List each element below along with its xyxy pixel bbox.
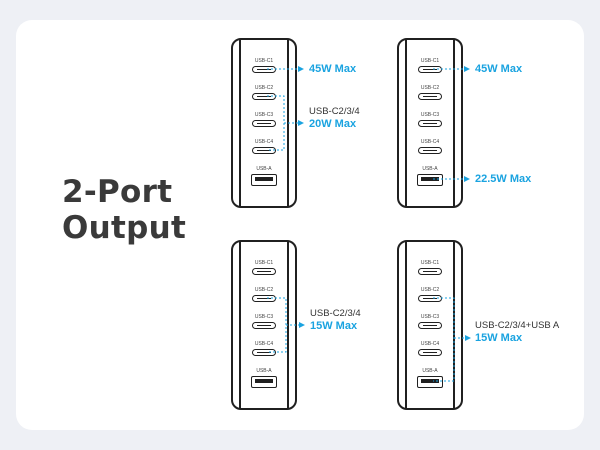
callout-c234: USB-C2/3/4 20W Max <box>309 106 360 130</box>
callout-ports: USB-C2/3/4 <box>310 308 361 319</box>
usb-c3-port <box>252 322 276 329</box>
callout-ports: USB-C2/3/4+USB A <box>475 320 560 331</box>
usb-c4-port <box>418 349 442 356</box>
usb-c4-port <box>418 147 442 154</box>
usb-c3-port <box>418 120 442 127</box>
callout-c234a: USB-C2/3/4+USB A 15W Max <box>475 320 559 344</box>
charger-config-2: USB-C1 USB-C2 USB-C3 USB-C4 USB-A <box>397 38 463 208</box>
port-label-usb-a: USB-A <box>256 368 272 374</box>
content-card <box>16 20 584 430</box>
usb-a-port <box>417 376 443 388</box>
port-label-usb-c4: USB-C4 <box>254 341 274 347</box>
port-label-usb-a: USB-A <box>422 166 438 172</box>
port-label-usb-c3: USB-C3 <box>420 112 440 118</box>
port-label-usb-c2: USB-C2 <box>420 287 440 293</box>
port-label-usb-c4: USB-C4 <box>420 341 440 347</box>
port-label-usb-c4: USB-C4 <box>420 139 440 145</box>
port-label-usb-c4: USB-C4 <box>254 139 274 145</box>
leader-c234a-bracket <box>433 297 470 382</box>
headline-line-2: Output <box>62 210 187 246</box>
charger-face: USB-C1 USB-C2 USB-C3 USB-C4 USB-A <box>405 40 455 206</box>
port-label-usb-c2: USB-C2 <box>254 85 274 91</box>
usb-c1-port <box>252 268 276 275</box>
port-label-usb-c1: USB-C1 <box>420 260 440 266</box>
usb-a-port <box>251 174 277 186</box>
usb-c4-port <box>252 349 276 356</box>
callout-c1: 45W Max <box>309 63 356 75</box>
port-label-usb-c1: USB-C1 <box>254 260 274 266</box>
leader-c234-bracket <box>267 95 303 151</box>
port-label-usb-c3: USB-C3 <box>254 112 274 118</box>
charger-config-4: USB-C1 USB-C2 USB-C3 USB-C4 USB-A <box>397 240 463 410</box>
headline: 2-Port Output <box>62 174 186 246</box>
callout-ports: USB-C2/3/4 <box>309 106 360 117</box>
port-label-usb-c1: USB-C1 <box>420 58 440 64</box>
callout-value: 22.5W Max <box>475 173 532 185</box>
usb-c4-port <box>252 147 276 154</box>
usb-c3-port <box>252 120 276 127</box>
port-label-usb-c2: USB-C2 <box>254 287 274 293</box>
callout-c1: 45W Max <box>475 63 522 75</box>
callout-usba: 22.5W Max <box>475 173 531 185</box>
port-label-usb-c1: USB-C1 <box>254 58 274 64</box>
usb-c3-port <box>418 322 442 329</box>
port-label-usb-c3: USB-C3 <box>254 314 274 320</box>
port-label-usb-a: USB-A <box>422 368 438 374</box>
callout-value: 15W Max <box>310 320 358 332</box>
leader-c234-bracket <box>267 297 304 353</box>
port-label-usb-c2: USB-C2 <box>420 85 440 91</box>
charger-face: USB-C1 USB-C2 USB-C3 USB-C4 USB-A <box>405 242 455 408</box>
callout-value: 15W Max <box>475 332 523 344</box>
callout-value: 45W Max <box>309 63 357 75</box>
usb-a-port <box>417 174 443 186</box>
callout-value: 45W Max <box>475 63 523 75</box>
port-label-usb-a: USB-A <box>256 166 272 172</box>
usb-a-port <box>251 376 277 388</box>
headline-line-1: 2-Port <box>62 174 173 210</box>
usb-c2-port <box>418 93 442 100</box>
usb-c1-port <box>418 268 442 275</box>
port-label-usb-c3: USB-C3 <box>420 314 440 320</box>
callout-value: 20W Max <box>309 118 357 130</box>
callout-c234: USB-C2/3/4 15W Max <box>310 308 361 332</box>
